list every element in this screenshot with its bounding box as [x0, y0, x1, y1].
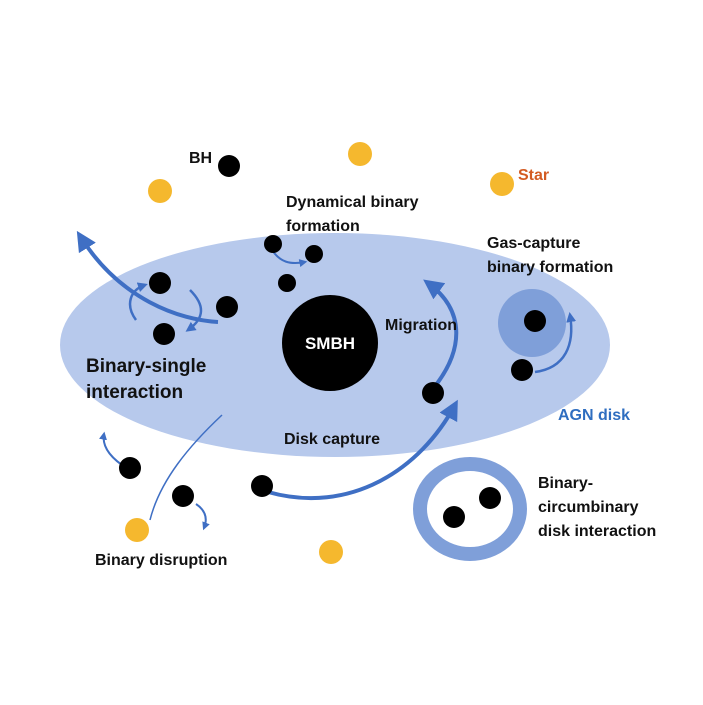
black-hole-icon [305, 245, 323, 263]
binary-single-line-2: interaction [86, 382, 183, 403]
circumbinary-label: Binary- circumbinary disk interaction [538, 475, 656, 540]
binary-single-line-1: Binary-single [86, 356, 206, 377]
star-icon [148, 179, 172, 203]
binary-disruption-line [149, 414, 223, 521]
black-hole-icon [511, 359, 533, 381]
migration-arrow [423, 279, 459, 392]
star-label: Star [518, 167, 549, 184]
disruption-arrow-right [195, 503, 210, 531]
gas-capture-arrow [534, 312, 577, 374]
disk-capture-label: Disk capture [284, 431, 380, 448]
binary-disruption-label: Binary disruption [95, 552, 227, 569]
gas-capture-line-1: Gas-capture [487, 235, 580, 252]
binary-single-arrow-orbit-a [185, 289, 203, 332]
black-hole-icon [216, 296, 238, 318]
black-hole-icon [422, 382, 444, 404]
binary-single-label: Binary-single interaction [86, 356, 212, 403]
agn-disk-label: AGN disk [558, 407, 630, 424]
bh-label: BH [189, 150, 212, 167]
migration-label: Migration [385, 317, 457, 334]
black-hole-icon [251, 475, 273, 497]
black-hole-icon [149, 272, 171, 294]
smbh-icon [282, 295, 378, 391]
binary-single-arrow-escape [76, 230, 219, 324]
black-hole-icon [524, 310, 546, 332]
black-hole-icon [153, 323, 175, 345]
black-hole-icon [278, 274, 296, 292]
gas-capture-line-2: binary formation [487, 259, 613, 276]
star-icon [319, 540, 343, 564]
dynamical-binary-line-1: Dynamical binary [286, 194, 419, 211]
smbh-label: SMBH [305, 334, 355, 353]
star-icon [348, 142, 372, 166]
disk-capture-arrow [267, 399, 458, 501]
circumbinary-line-1: Binary- [538, 475, 593, 492]
black-hole-icon [172, 485, 194, 507]
black-hole-icon [119, 457, 141, 479]
dynamical-binary-line-2: formation [286, 218, 360, 235]
binary-single-arrow-orbit-b [128, 282, 148, 321]
black-hole-icon [264, 235, 282, 253]
dynamical-binary-label: Dynamical binary formation [286, 194, 423, 235]
black-hole-icon [479, 487, 501, 509]
star-icon [125, 518, 149, 542]
disruption-arrow-left [99, 431, 123, 466]
star-icon [490, 172, 514, 196]
black-hole-icon [443, 506, 465, 528]
circumbinary-line-2: circumbinary [538, 499, 639, 516]
black-hole-icon [218, 155, 240, 177]
circumbinary-disk [413, 457, 527, 561]
circumbinary-line-3: disk interaction [538, 523, 656, 540]
gas-capture-label: Gas-capture binary formation [487, 235, 613, 276]
